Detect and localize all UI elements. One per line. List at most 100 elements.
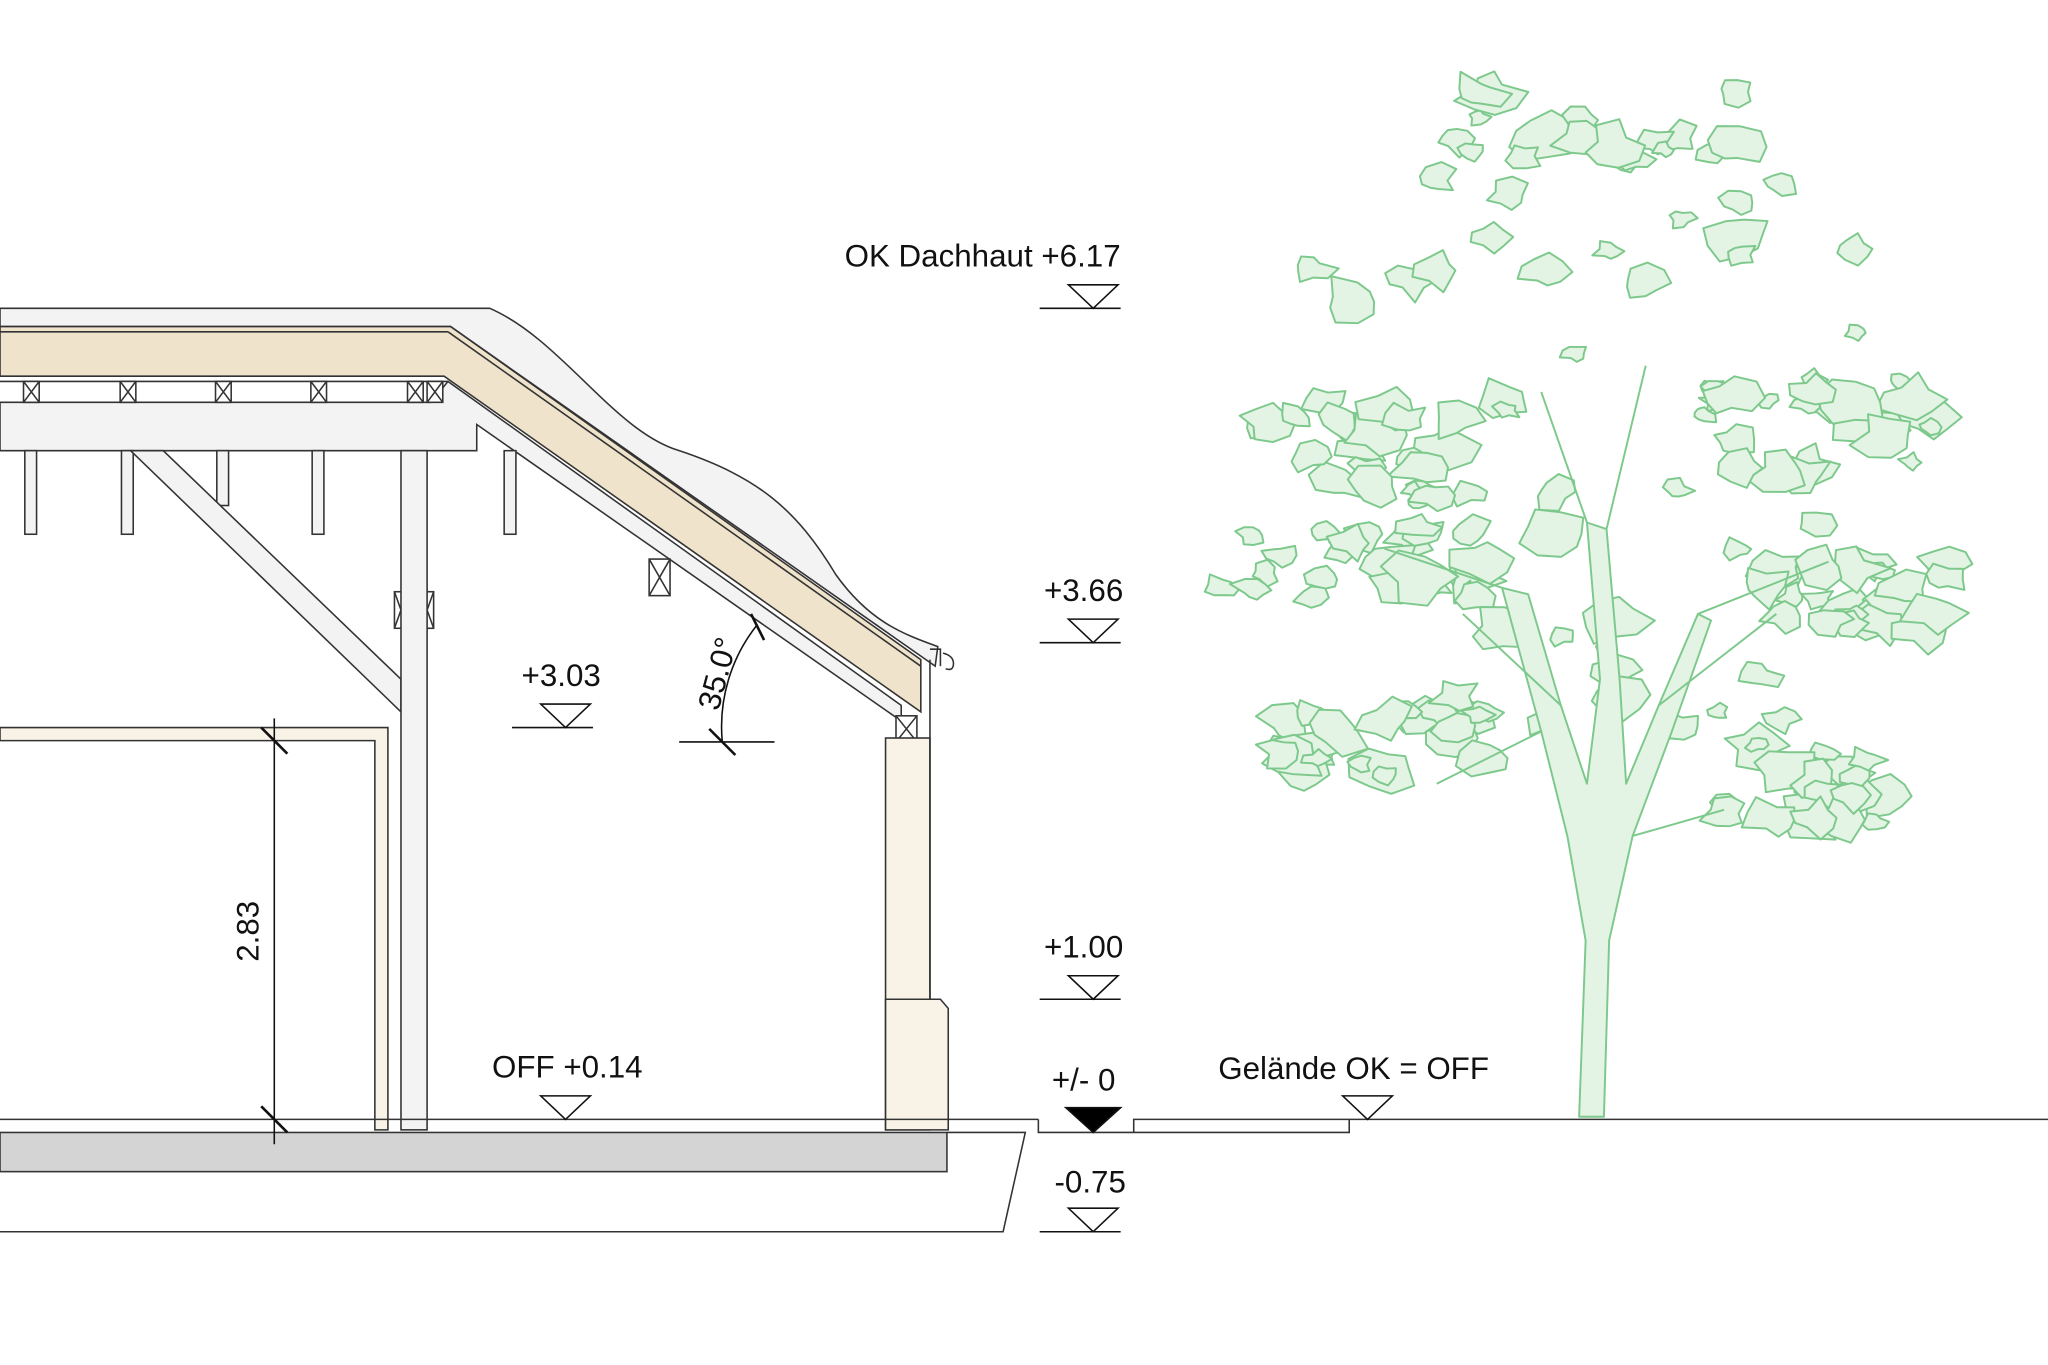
level-marker-ceiling — [511, 703, 593, 729]
foliage-blob — [1302, 564, 1339, 590]
foliage-blob — [1536, 473, 1577, 512]
foliage-blob — [1847, 745, 1890, 772]
foliage-blob — [1296, 255, 1340, 283]
roof-insulation — [0, 325, 922, 714]
foliage-blob — [1807, 609, 1856, 638]
foliage-blob — [1452, 513, 1492, 547]
foliage-blob — [1794, 543, 1843, 592]
foliage-blob — [1918, 417, 1943, 437]
foliage-blob — [1789, 795, 1838, 841]
foliage-blob — [1346, 464, 1398, 509]
level-marker-window — [1039, 974, 1121, 1001]
foliage-blob — [1848, 413, 1912, 459]
foliage-blob — [1469, 220, 1515, 255]
foliage-blob — [1203, 573, 1242, 597]
foliage-blob — [1308, 708, 1370, 758]
foliage-blob — [1458, 70, 1514, 108]
foliage-blob — [1407, 484, 1456, 513]
foliage-blob — [1836, 232, 1874, 267]
level-label-roof: OK Dachhaut +6.17 — [845, 239, 1121, 274]
foliage-blob — [1254, 739, 1300, 770]
foliage-blob — [1459, 705, 1497, 724]
roof-pitch-dimension — [679, 613, 775, 756]
plinth — [884, 998, 950, 1131]
foliage-blob — [1418, 161, 1458, 192]
foliage-blob — [1379, 549, 1460, 607]
terrain-line — [1037, 1118, 2048, 1134]
foliage-blob — [1386, 451, 1449, 484]
foliage-blob — [1290, 438, 1333, 474]
foliage-blob — [1701, 375, 1767, 415]
brace — [128, 449, 402, 714]
foliage-blob — [1329, 275, 1376, 325]
foliage-blob — [1234, 526, 1265, 546]
post — [400, 449, 428, 1131]
foliage-blob — [1549, 626, 1574, 648]
roof-membrane — [0, 307, 939, 668]
foliage-blob — [1300, 748, 1334, 768]
level-label-ceiling: +3.03 — [522, 658, 601, 693]
tree-illustration — [1203, 70, 1974, 1118]
hangers — [24, 449, 517, 536]
roof-pitch-label: 35.0° — [691, 634, 744, 714]
foliage-blob — [1843, 323, 1867, 342]
foliage-blob — [1716, 447, 1764, 489]
foliage-blob — [1661, 476, 1697, 498]
foliage-blob — [1758, 600, 1801, 635]
level-label-terrain: Gelände OK = OFF — [1218, 1051, 1489, 1086]
foliage-blob — [1584, 118, 1647, 169]
level-label-floor: OFF +0.14 — [492, 1050, 643, 1085]
foliage-blob — [1898, 592, 1970, 636]
tree-foliage — [1203, 70, 1974, 844]
foliage-blob — [1762, 172, 1798, 197]
foliage-blob — [1251, 558, 1279, 588]
foliage-blob — [1829, 782, 1872, 815]
foliage-blob — [1411, 249, 1457, 294]
level-marker-floor — [538, 1095, 593, 1121]
foliage-blob — [1346, 754, 1372, 774]
floor-slab — [0, 1131, 948, 1173]
foliage-blob — [1722, 536, 1753, 562]
level-marker-terrain — [1340, 1095, 1395, 1121]
foliage-blob — [1693, 406, 1718, 424]
foliage-blob — [1717, 189, 1754, 216]
door-frame — [0, 726, 389, 1131]
foliage-blob — [1325, 522, 1370, 563]
foliage-blob — [1371, 765, 1397, 787]
door-height-label: 2.83 — [231, 901, 266, 962]
foliage-blob — [1799, 511, 1839, 538]
foliage-blob — [1281, 401, 1311, 428]
foliage-blob — [1626, 261, 1673, 299]
foliage-blob — [1803, 779, 1840, 809]
foliage-blob — [1743, 737, 1770, 753]
level-marker-zero — [1063, 1106, 1123, 1134]
foliage-blob — [1427, 680, 1479, 712]
foliage-blob — [1516, 251, 1574, 287]
foliage-blob — [1456, 142, 1484, 163]
foliage-blob — [1706, 701, 1729, 719]
foliage-blob — [1740, 796, 1796, 838]
foliage-blob — [1381, 401, 1427, 432]
foliage-blob — [1429, 712, 1477, 744]
purlins — [22, 380, 918, 743]
foliage-blob — [1260, 544, 1298, 569]
foliage-blob — [1394, 513, 1444, 537]
level-label-window: +1.00 — [1044, 929, 1123, 964]
level-label-eaves: +3.66 — [1044, 573, 1123, 608]
foliage-blob — [1491, 400, 1521, 419]
level-label-zero: +/- 0 — [1052, 1063, 1116, 1098]
foliage-blob — [1668, 210, 1699, 230]
level-marker-eaves — [1039, 618, 1121, 644]
foundation — [0, 1131, 1027, 1233]
foliage-blob — [1292, 585, 1330, 609]
level-label-foundation: -0.75 — [1054, 1165, 1125, 1200]
foliage-blob — [1788, 372, 1837, 406]
building-section — [0, 307, 2048, 1233]
foliage-blob — [1504, 144, 1542, 170]
foliage-blob — [1518, 508, 1585, 558]
foliage-blob — [1896, 451, 1923, 472]
foliage-blob — [1720, 79, 1752, 109]
door-height-dimension — [260, 718, 289, 1145]
foliage-blob — [1727, 245, 1757, 267]
